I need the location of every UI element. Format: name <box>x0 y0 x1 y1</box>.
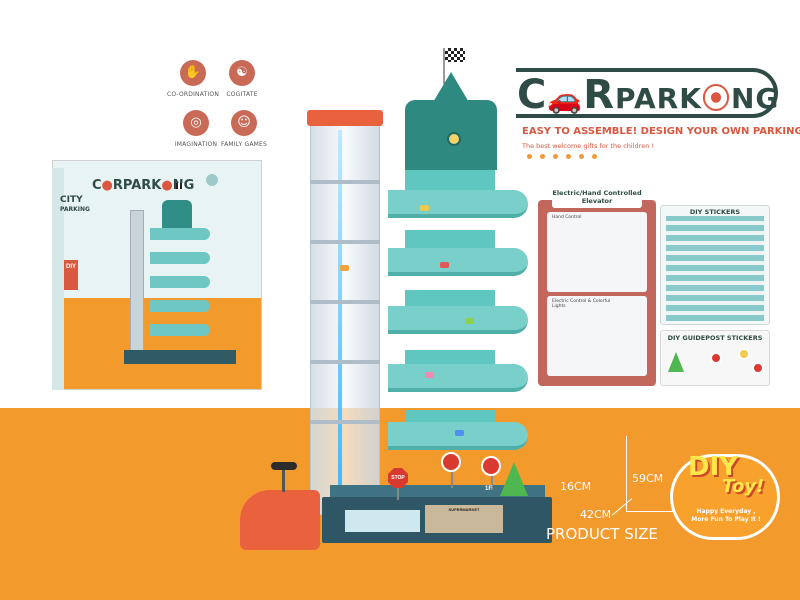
sign-pole <box>491 470 493 490</box>
width-dimension: 42CM <box>580 508 612 521</box>
box-ramp <box>150 300 210 312</box>
height-dimension: 59CM <box>632 472 664 485</box>
electric-control-image <box>547 296 647 376</box>
tower-ring <box>310 180 380 184</box>
flagpole <box>443 48 445 84</box>
sign-pole <box>397 486 399 500</box>
traffic-light-icon <box>271 462 297 470</box>
tower-cap <box>307 110 383 126</box>
spiral-ramp <box>388 190 528 218</box>
orange-entry-ramp <box>240 490 320 550</box>
box-diy-label: DIY <box>64 260 78 290</box>
feature-coordination: ✋ CO-ORDINATION <box>153 60 233 98</box>
sticker-sheet <box>666 216 764 321</box>
box-castle <box>162 200 192 230</box>
box-base <box>124 350 236 364</box>
feature-family-games: ☺ FAMILY GAMES <box>204 110 284 148</box>
checkered-flag-icon <box>176 183 184 189</box>
checkered-flag-icon <box>445 48 465 62</box>
tower-ring <box>310 420 380 424</box>
height-arrow <box>626 436 627 512</box>
seal-icon <box>206 174 218 186</box>
toy-car <box>440 262 449 268</box>
feature-label: COGITATE <box>226 91 258 98</box>
elevator-panel-header <box>552 186 642 208</box>
feature-label: FAMILY GAMES <box>221 141 267 148</box>
toy-car <box>420 205 429 211</box>
traffic-sign-icon <box>481 456 501 476</box>
feature-label: CO-ORDINATION <box>166 91 220 98</box>
sign-sticker-icon <box>752 362 764 374</box>
floor-label: 1F <box>485 486 493 492</box>
elevator-panel-title: Electric/Hand Controlled Elevator <box>552 189 642 205</box>
storefront <box>345 510 420 532</box>
toy-car <box>455 430 464 436</box>
logo-frame <box>516 68 778 118</box>
family-icon: ☺ <box>231 110 257 136</box>
sign-sticker-icon <box>738 348 750 360</box>
product-size-caption: PRODUCT SIZE <box>546 525 658 543</box>
box-ramp <box>150 228 210 240</box>
toy-car <box>465 318 474 324</box>
box-ramp <box>150 324 210 336</box>
car-parking-logo: C🚗RPARK⦿NG <box>517 72 780 118</box>
clock-icon <box>447 132 461 146</box>
brain-icon: ☯ <box>229 60 255 86</box>
toy-badge-text: Toy! <box>722 476 765 497</box>
toy-car <box>425 372 434 378</box>
spiral-ramp <box>388 306 528 334</box>
traffic-light-pole <box>282 468 285 492</box>
electric-control-caption: Electric Control & Colorful Lights <box>552 299 611 309</box>
spiral-ramp <box>388 248 528 276</box>
diy-badge-text: DIY <box>688 452 739 482</box>
tower-ring <box>310 360 380 364</box>
guidepost-stickers-title: DIY GUIDEPOST STICKERS <box>667 334 763 342</box>
car-icon: 🚗 <box>547 82 584 115</box>
supermarket-front: SUPERMARKET <box>425 505 503 533</box>
sub-tagline: The best welcome gifts for the children … <box>522 142 654 150</box>
tower-ring <box>310 300 380 304</box>
decorative-dots <box>527 154 597 159</box>
tagline: EASY TO ASSEMBLE! DESIGN YOUR OWN PARKIN… <box>522 126 800 137</box>
map-pin-icon: ⦿ <box>701 82 731 115</box>
feature-imagination: ◎ IMAGINATION <box>156 110 236 148</box>
box-ramp <box>150 252 210 264</box>
toy-car <box>340 265 349 271</box>
sign-pole <box>451 468 453 488</box>
feature-label: IMAGINATION <box>174 141 218 148</box>
no-parking-sign-icon <box>441 452 461 472</box>
spiral-ramp <box>388 364 528 392</box>
badge-slogan: Happy Everyday , More Fun To Play It ! <box>691 508 761 523</box>
width-arrow <box>626 511 678 512</box>
diy-toy-badge <box>670 454 780 540</box>
spiral-icon: ◎ <box>183 110 209 136</box>
spiral-ramp <box>388 422 528 450</box>
elevator-tower <box>310 120 380 515</box>
tower-ring <box>310 240 380 244</box>
stop-sign-icon: STOP <box>388 468 408 488</box>
sign-sticker-icon <box>710 352 722 364</box>
product-box-side <box>52 168 64 390</box>
box-elevator-tower <box>130 210 144 355</box>
hand-control-caption: Hand Control <box>552 215 582 220</box>
depth-dimension: 16CM <box>560 480 592 493</box>
feature-cogitate: ☯ COGITATE <box>202 60 282 98</box>
elevator-light <box>338 130 342 505</box>
box-ramp <box>150 276 210 288</box>
hands-icon: ✋ <box>180 60 206 86</box>
hand-control-image <box>547 212 647 292</box>
diy-stickers-title: DIY STICKERS <box>689 208 741 216</box>
